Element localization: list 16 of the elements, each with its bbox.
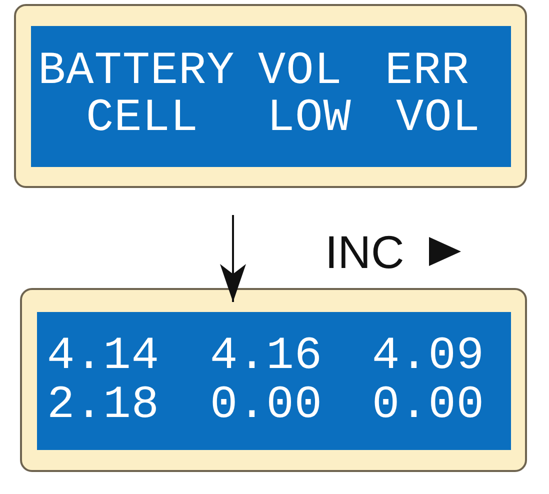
display-text: VOL [258,48,342,94]
display-text: 2.18 [47,382,160,428]
lcd-display [20,288,527,472]
arrow [220,215,246,302]
display-text: ERR [385,48,470,94]
display-text: VOL [396,95,480,141]
display-text: LOW [267,95,352,141]
display-text: 4.14 [47,333,160,379]
display-text: BATTERY [38,48,235,94]
display-text: 4.16 [210,333,322,379]
display-text: 0.00 [210,382,322,428]
display-text: 0.00 [372,382,484,428]
label-text: INC [325,229,404,275]
display-text: 4.09 [372,333,484,379]
lcd-display [14,4,527,188]
display-text: CELL [86,95,198,141]
